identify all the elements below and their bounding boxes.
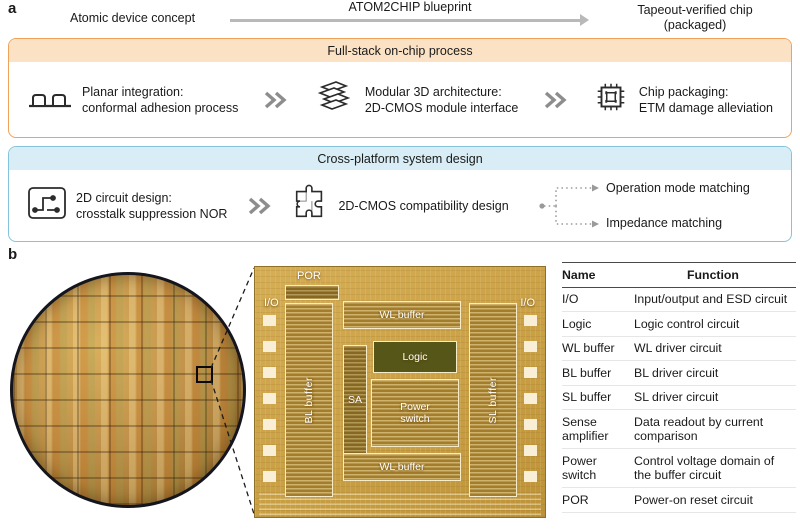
process-item-text: Modular 3D architecture: [364,84,502,99]
table-row: BL buffer BL driver circuit [562,361,796,386]
process-box-title: Full-stack on-chip process [9,39,791,62]
sl-buffer-block: SL buffer [469,303,517,497]
design-item-text: crosstalk suppression NOR [76,206,228,221]
flow-arrow [230,19,582,22]
table-header-name: Name [562,267,596,282]
process-item-packaging: Chip packaging: ETM damage alleviation [592,78,773,121]
flow-arrowhead-icon [580,14,589,26]
design-box-content: 2D circuit design: crosstalk suppression… [9,170,791,241]
design-output-label: Impedance matching [606,216,723,230]
wl-buffer-top-block: WL buffer [343,301,461,329]
logic-block: Logic [373,341,457,373]
process-item-text: 2D-CMOS module interface [364,100,519,115]
flow-arrow-label: ATOM2CHIP blueprint [348,0,472,14]
metal-routing-traces [259,493,541,515]
panel-b-label: b [8,246,18,263]
process-box-content: Planar integration: conformal adhesion p… [9,62,791,137]
design-item-compatibility: 2D-CMOS compatibility design [291,184,509,227]
table-row: WL buffer WL driver circuit [562,337,796,361]
table-row: I/O Input/output and ESD circuit [562,288,796,312]
table-row: SL buffer SL driver circuit [562,386,796,410]
wafer-zoom-marker [196,366,213,383]
por-block [285,285,339,300]
process-item-text: conformal adhesion process [82,100,239,115]
design-box-title: Cross-platform system design [9,147,791,170]
puzzle-compatibility-icon [291,184,329,227]
flow-target-label: Tapeout-verified chip (packaged) [637,3,753,33]
table-row: Power switch Control voltage domain of t… [562,449,796,488]
chip-function-table: Name Function I/O Input/output and ESD c… [562,262,796,513]
double-chevron-right-icon [247,196,272,216]
bl-buffer-block: BL buffer [285,303,333,497]
sense-amplifier-block: SA [343,345,367,455]
design-box: Cross-platform system design [8,146,792,242]
power-switch-block: Power switch [371,379,459,447]
chip-package-icon [592,78,630,121]
design-output-label: Operation mode matching [606,181,750,195]
process-item-text: ETM damage alleviation [638,100,773,115]
circuit-design-icon [27,186,67,225]
table-header-function: Function [687,267,739,282]
design-item-circuit: 2D circuit design: crosstalk suppression… [27,186,227,225]
process-item-planar: Planar integration: conformal adhesion p… [27,82,238,117]
panel-a-label: a [8,0,17,17]
design-item-text: 2D-CMOS compatibility design [338,198,509,213]
process-item-text: Planar integration: [82,84,184,99]
chip-label-io-right: I/O [520,297,535,309]
flow-source-label: Atomic device concept [70,11,196,25]
table-header-row: Name Function [562,262,796,288]
design-item-text: 2D circuit design: [76,190,172,205]
process-item-text: Chip packaging: [638,84,729,99]
wafer-photo [10,272,246,508]
table-row: POR Power-on reset circuit [562,488,796,513]
double-chevron-right-icon [263,90,287,110]
table-row: Sense amplifier Data readout by current … [562,410,796,449]
double-chevron-right-icon [543,90,567,110]
wl-buffer-bottom-block: WL buffer [343,453,461,481]
chip-label-io-left: I/O [264,297,279,309]
planar-integration-icon [27,82,73,117]
io-pads-left [263,315,276,491]
io-pads-right [524,315,537,491]
chip-die-micrograph: POR I/O I/O BL buffer SL buffer WL buffe… [254,266,546,518]
chip-label-por: POR [297,270,321,282]
modular-3d-stack-icon [312,79,356,120]
process-item-modular: Modular 3D architecture: 2D-CMOS module … [312,79,519,120]
process-box: Full-stack on-chip process Planar integr… [8,38,792,138]
table-row: Logic Logic control circuit [562,312,796,337]
